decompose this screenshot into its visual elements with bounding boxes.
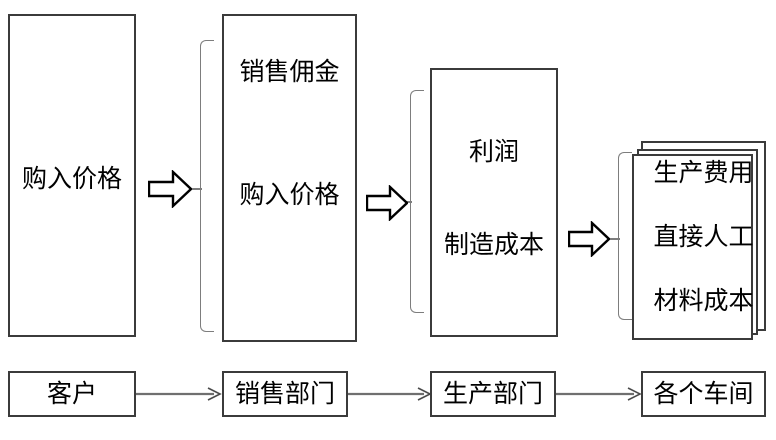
bracket-stage3 <box>410 90 424 313</box>
stage4-line-3: 材料成本 <box>653 286 754 315</box>
stage-box-profit-cost: 利润 制造成本 <box>430 68 558 337</box>
stage4-line-1: 生产费用 <box>653 158 754 187</box>
org-node-production-department: 生产部门 <box>430 371 556 417</box>
bracket-stage4-nub <box>610 238 620 240</box>
stage1-line-1: 购入价格 <box>21 164 122 193</box>
stage2-line-1: 销售佣金 <box>239 57 340 86</box>
org-node-workshops-label: 各个车间 <box>653 379 754 408</box>
org-node-customer: 客户 <box>8 371 136 417</box>
arrow-stage3-to-stage4 <box>568 221 610 257</box>
stage4-line-2: 直接人工 <box>653 222 754 251</box>
org-node-sales-department: 销售部门 <box>222 371 348 417</box>
org-node-production-department-label: 生产部门 <box>442 379 543 408</box>
stage-box-sales-commission: 销售佣金 购入价格 <box>222 14 357 342</box>
stage-box-purchase-price: 购入价格 <box>8 14 136 337</box>
org-node-workshops: 各个车间 <box>641 371 766 417</box>
org-node-sales-department-label: 销售部门 <box>234 379 335 408</box>
stage2-line-2: 购入价格 <box>239 180 340 209</box>
bracket-stage2-nub <box>192 188 202 190</box>
bracket-stage4 <box>618 152 632 320</box>
stage-box-manufacturing-breakdown: 生产费用 直接人工 材料成本 <box>632 141 766 340</box>
arrow-production-to-workshops <box>556 386 642 402</box>
arrow-customer-to-sales <box>136 386 222 402</box>
arrow-sales-to-production <box>348 386 432 402</box>
arrow-stage2-to-stage3 <box>366 185 408 221</box>
stage3-line-1: 利润 <box>468 137 519 166</box>
arrow-stage1-to-stage2 <box>148 170 192 208</box>
org-node-customer-label: 客户 <box>46 379 97 408</box>
stage3-line-2: 制造成本 <box>443 230 544 259</box>
bracket-stage2 <box>200 40 214 332</box>
